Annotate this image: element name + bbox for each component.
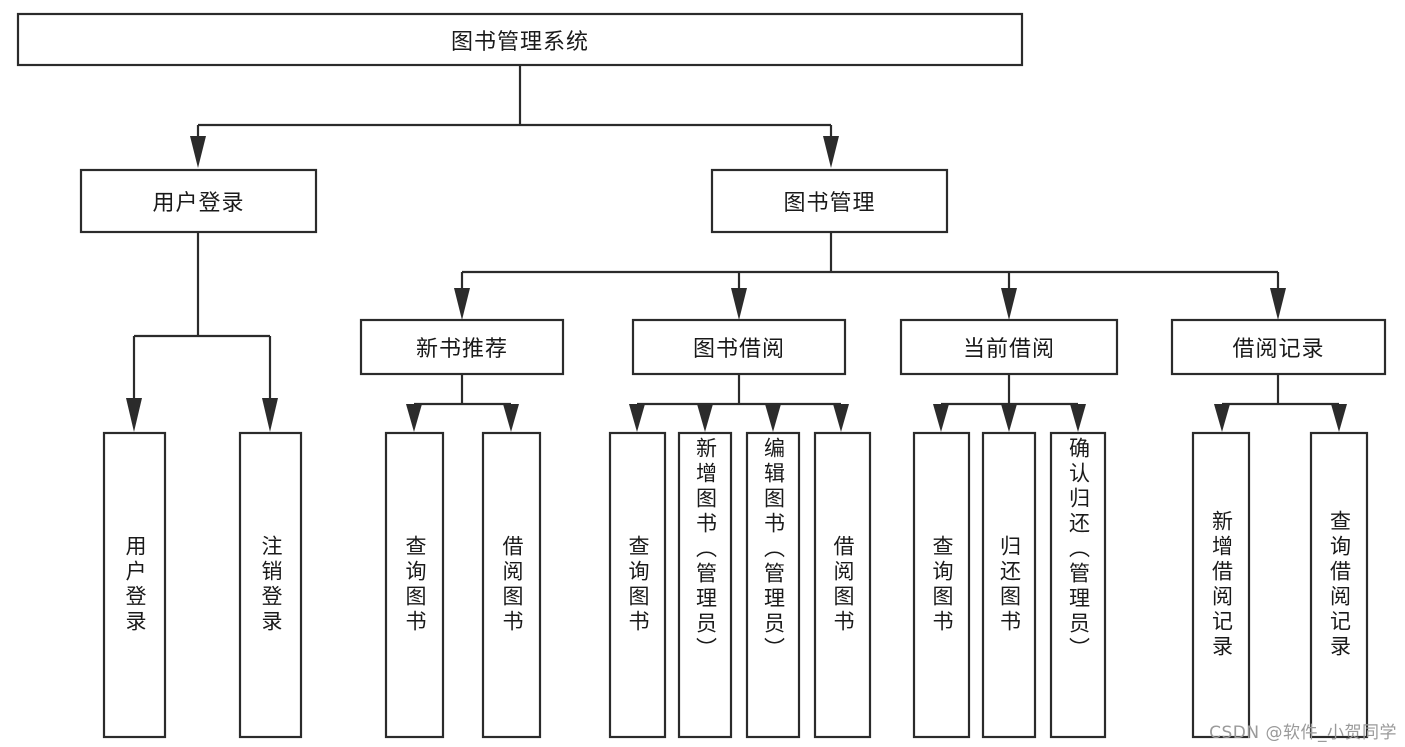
arrow-head-leaf-br-2 (1331, 404, 1347, 432)
arrow-head-new-book (454, 288, 470, 320)
node-box-book-borrow[interactable] (631, 318, 847, 376)
connector-group-new-book (406, 374, 519, 432)
arrow-head-leaf-br-1 (1214, 404, 1230, 432)
connector-group-current-borrow (933, 374, 1086, 432)
node-box-leaf-user-2[interactable] (238, 431, 303, 739)
arrow-head-leaf-bb-1 (629, 404, 645, 432)
node-box-leaf-cb-3[interactable] (1049, 431, 1107, 739)
arrow-head-current-borrow (1001, 288, 1017, 320)
arrow-head-leaf-bb-4 (833, 404, 849, 432)
arrow-head-leaf-cb-3 (1070, 404, 1086, 432)
node-box-leaf-newbook-1[interactable] (384, 431, 445, 739)
node-box-leaf-br-2[interactable] (1309, 431, 1369, 739)
arrow-head-book-borrow (731, 288, 747, 320)
arrow-head-leaf-bb-2 (697, 404, 713, 432)
node-box-root[interactable] (16, 12, 1024, 67)
arrow-head-leaf-newbook-2 (503, 404, 519, 432)
arrow-head-user-login (190, 136, 206, 168)
arrow-head-leaf-newbook-1 (406, 404, 422, 432)
node-box-leaf-cb-2[interactable] (981, 431, 1037, 739)
connector-group-borrow-record (1214, 374, 1347, 432)
node-box-user-login[interactable] (79, 168, 318, 234)
connector-group-book-manage (454, 232, 1286, 320)
node-box-leaf-bb-3[interactable] (745, 431, 801, 739)
node-box-leaf-cb-1[interactable] (912, 431, 971, 739)
node-box-leaf-bb-1[interactable] (608, 431, 667, 739)
connector-group-book-borrow (629, 374, 849, 432)
arrow-head-book-manage (823, 136, 839, 168)
node-box-new-book-recommend[interactable] (359, 318, 565, 376)
arrow-head-borrow-record (1270, 288, 1286, 320)
node-box-borrow-record[interactable] (1170, 318, 1387, 376)
node-box-leaf-br-1[interactable] (1191, 431, 1251, 739)
arrow-head-leaf-cb-2 (1001, 404, 1017, 432)
node-box-leaf-user-1[interactable] (102, 431, 167, 739)
arrow-head-leaf-cb-1 (933, 404, 949, 432)
node-box-leaf-bb-2[interactable] (677, 431, 733, 739)
arrow-head-leaf-bb-3 (765, 404, 781, 432)
node-box-book-manage[interactable] (710, 168, 949, 234)
connector-group-user-login (126, 232, 278, 432)
connector-group-root (190, 65, 839, 168)
node-box-current-borrow[interactable] (899, 318, 1119, 376)
node-box-leaf-bb-4[interactable] (813, 431, 872, 739)
arrow-head-leaf-user-2 (262, 398, 278, 432)
arrow-head-leaf-user-1 (126, 398, 142, 432)
node-box-leaf-newbook-2[interactable] (481, 431, 542, 739)
